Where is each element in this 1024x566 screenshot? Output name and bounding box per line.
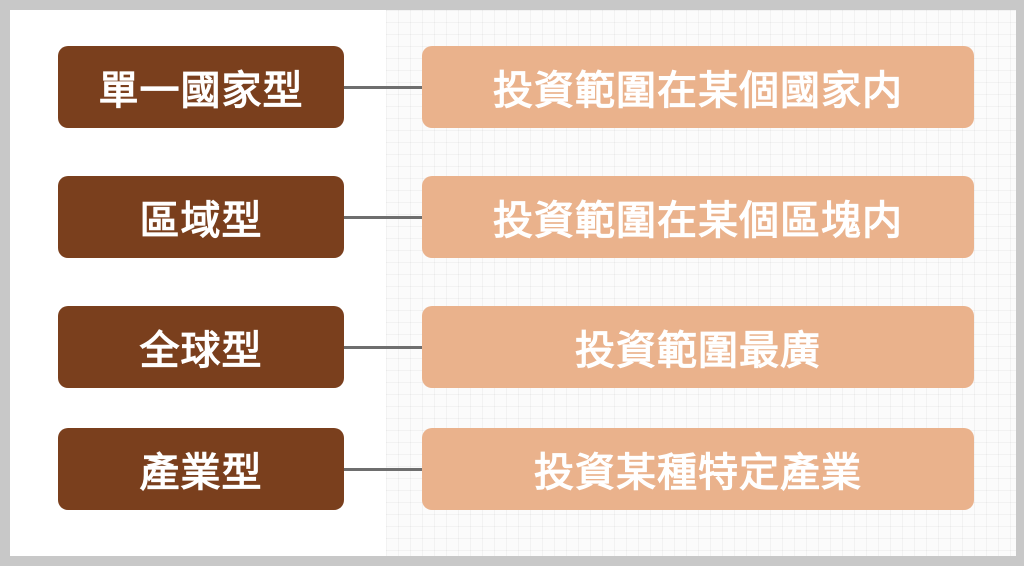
connector-line xyxy=(344,86,422,89)
fund-type-row: 全球型 投資範圍最廣 xyxy=(10,306,1016,388)
type-label-box: 單一國家型 xyxy=(58,46,344,128)
type-label-box: 全球型 xyxy=(58,306,344,388)
fund-type-row: 區域型 投資範圍在某個區塊内 xyxy=(10,176,1016,258)
fund-type-row: 產業型 投資某種特定產業 xyxy=(10,428,1016,510)
fund-type-row: 單一國家型 投資範圍在某個國家内 xyxy=(10,46,1016,128)
description-box: 投資範圍最廣 xyxy=(422,306,974,388)
connector-line xyxy=(344,346,422,349)
connector-line xyxy=(344,468,422,471)
connector-line xyxy=(344,216,422,219)
type-label-box: 產業型 xyxy=(58,428,344,510)
diagram-canvas: 單一國家型 投資範圍在某個國家内 區域型 投資範圍在某個區塊内 全球型 投資範圍… xyxy=(10,10,1016,556)
type-label-box: 區域型 xyxy=(58,176,344,258)
description-box: 投資某種特定產業 xyxy=(422,428,974,510)
description-box: 投資範圍在某個國家内 xyxy=(422,46,974,128)
description-box: 投資範圍在某個區塊内 xyxy=(422,176,974,258)
